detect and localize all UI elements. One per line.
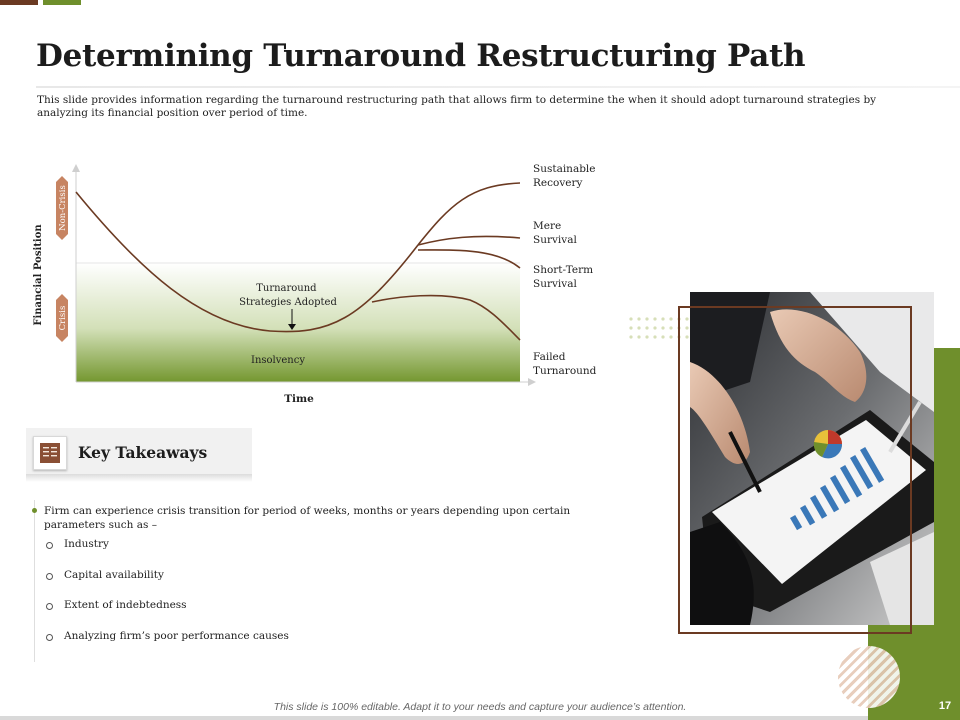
outcome-sustainable-recovery: Sustainable Recovery bbox=[533, 163, 596, 189]
outcome-mere-survival: Mere Survival bbox=[533, 220, 577, 246]
footer-rule bbox=[0, 716, 868, 720]
failed-turnaround-path bbox=[371, 294, 521, 341]
x-axis-label: Time bbox=[284, 393, 314, 405]
sub-point-performance: Analyzing firm’s poor performance causes bbox=[64, 630, 289, 642]
sub-bullet-mark bbox=[46, 603, 53, 610]
title-divider bbox=[36, 86, 960, 88]
annotation-arrow-head bbox=[288, 324, 296, 330]
non-crisis-tag bbox=[56, 176, 68, 240]
turnaround-path-diagram: Non-Crisis Crisis Financial Position Tim… bbox=[0, 150, 640, 420]
sub-point-industry: Industry bbox=[64, 538, 109, 550]
y-axis-arrow bbox=[72, 164, 80, 172]
slide-title: Determining Turnaround Restructuring Pat… bbox=[36, 38, 806, 74]
sub-point-indebtedness: Extent of indebtedness bbox=[64, 599, 187, 611]
photo-frame bbox=[678, 306, 912, 634]
top-accent-bar-brown bbox=[0, 0, 38, 5]
page-number: 17 bbox=[938, 700, 952, 712]
sub-bullet-mark bbox=[46, 634, 53, 641]
footer-note: This slide is 100% editable. Adapt it to… bbox=[273, 701, 687, 713]
crisis-tag bbox=[56, 294, 68, 342]
key-takeaways-shadow bbox=[26, 474, 252, 482]
turnaround-path-svg: Non-Crisis Crisis Financial Position Tim… bbox=[33, 164, 536, 405]
outcome-failed-turnaround: Failed Turnaround bbox=[533, 351, 597, 377]
main-decline-curve bbox=[75, 191, 419, 333]
annotation-line-1: Turnaround bbox=[256, 283, 317, 294]
bullet-dot bbox=[32, 508, 37, 513]
insolvency-label: Insolvency bbox=[251, 355, 305, 366]
non-crisis-label: Non-Crisis bbox=[58, 185, 68, 231]
book-icon bbox=[33, 436, 67, 470]
crisis-zone bbox=[76, 263, 520, 382]
sub-point-capital: Capital availability bbox=[64, 569, 164, 581]
slide-description: This slide provides information regardin… bbox=[37, 94, 877, 119]
x-axis-arrow bbox=[528, 378, 536, 386]
annotation-line-2: Strategies Adopted bbox=[239, 297, 337, 308]
turnaround-annotation-line1: Turnaround Strategies Adopted bbox=[239, 283, 337, 308]
business-meeting-photo bbox=[690, 292, 934, 625]
outcome-short-term-survival: Short-Term Survival bbox=[533, 264, 594, 290]
bullet-guide-line bbox=[34, 500, 35, 662]
top-accent-bar-green bbox=[43, 0, 81, 5]
crisis-label: Crisis bbox=[58, 306, 68, 331]
y-axis-label: Financial Position bbox=[33, 224, 44, 326]
sub-bullet-mark bbox=[46, 573, 53, 580]
mere-survival-path bbox=[417, 235, 521, 246]
short-term-survival-path bbox=[417, 249, 521, 269]
sub-bullet-mark bbox=[46, 542, 53, 549]
main-takeaway-text: Firm can experience crisis transition fo… bbox=[44, 505, 571, 531]
sustainable-recovery-path bbox=[417, 182, 521, 246]
key-takeaways-title: Key Takeaways bbox=[78, 443, 208, 462]
striped-circle-decoration bbox=[838, 646, 900, 708]
